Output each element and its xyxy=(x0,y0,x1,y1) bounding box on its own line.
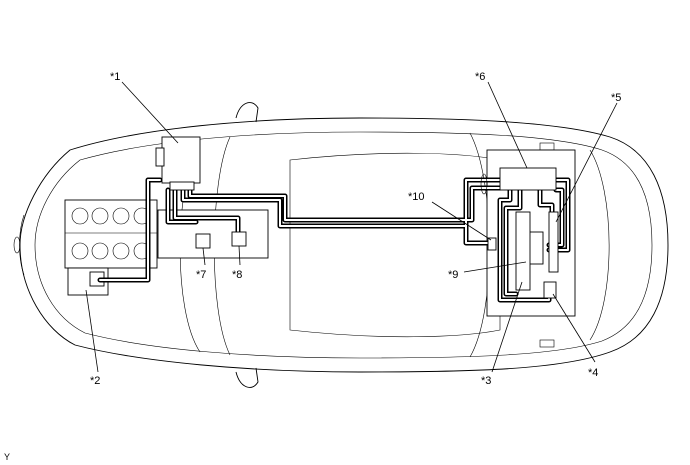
component-2 xyxy=(67,267,109,296)
callout-4: *4 xyxy=(588,367,598,379)
callout-6: *6 xyxy=(475,71,485,83)
callout-3: *3 xyxy=(481,375,491,387)
component-3 xyxy=(515,211,531,291)
callout-1: *1 xyxy=(110,71,120,83)
component-7 xyxy=(195,233,211,249)
callout-5: *5 xyxy=(611,92,621,104)
leader-lines xyxy=(85,81,618,373)
callout-9: *9 xyxy=(448,269,458,281)
component-5 xyxy=(548,211,559,273)
callout-2: *2 xyxy=(90,375,100,387)
callout-8: *8 xyxy=(232,269,242,281)
figure-id-label: Y xyxy=(4,452,11,462)
component-10 xyxy=(487,237,497,251)
callout-10: *10 xyxy=(408,191,425,203)
engine-block xyxy=(64,199,158,269)
component-8 xyxy=(231,231,247,247)
component-1 xyxy=(155,136,201,191)
callout-7: *7 xyxy=(196,269,206,281)
component-6 xyxy=(499,167,557,191)
